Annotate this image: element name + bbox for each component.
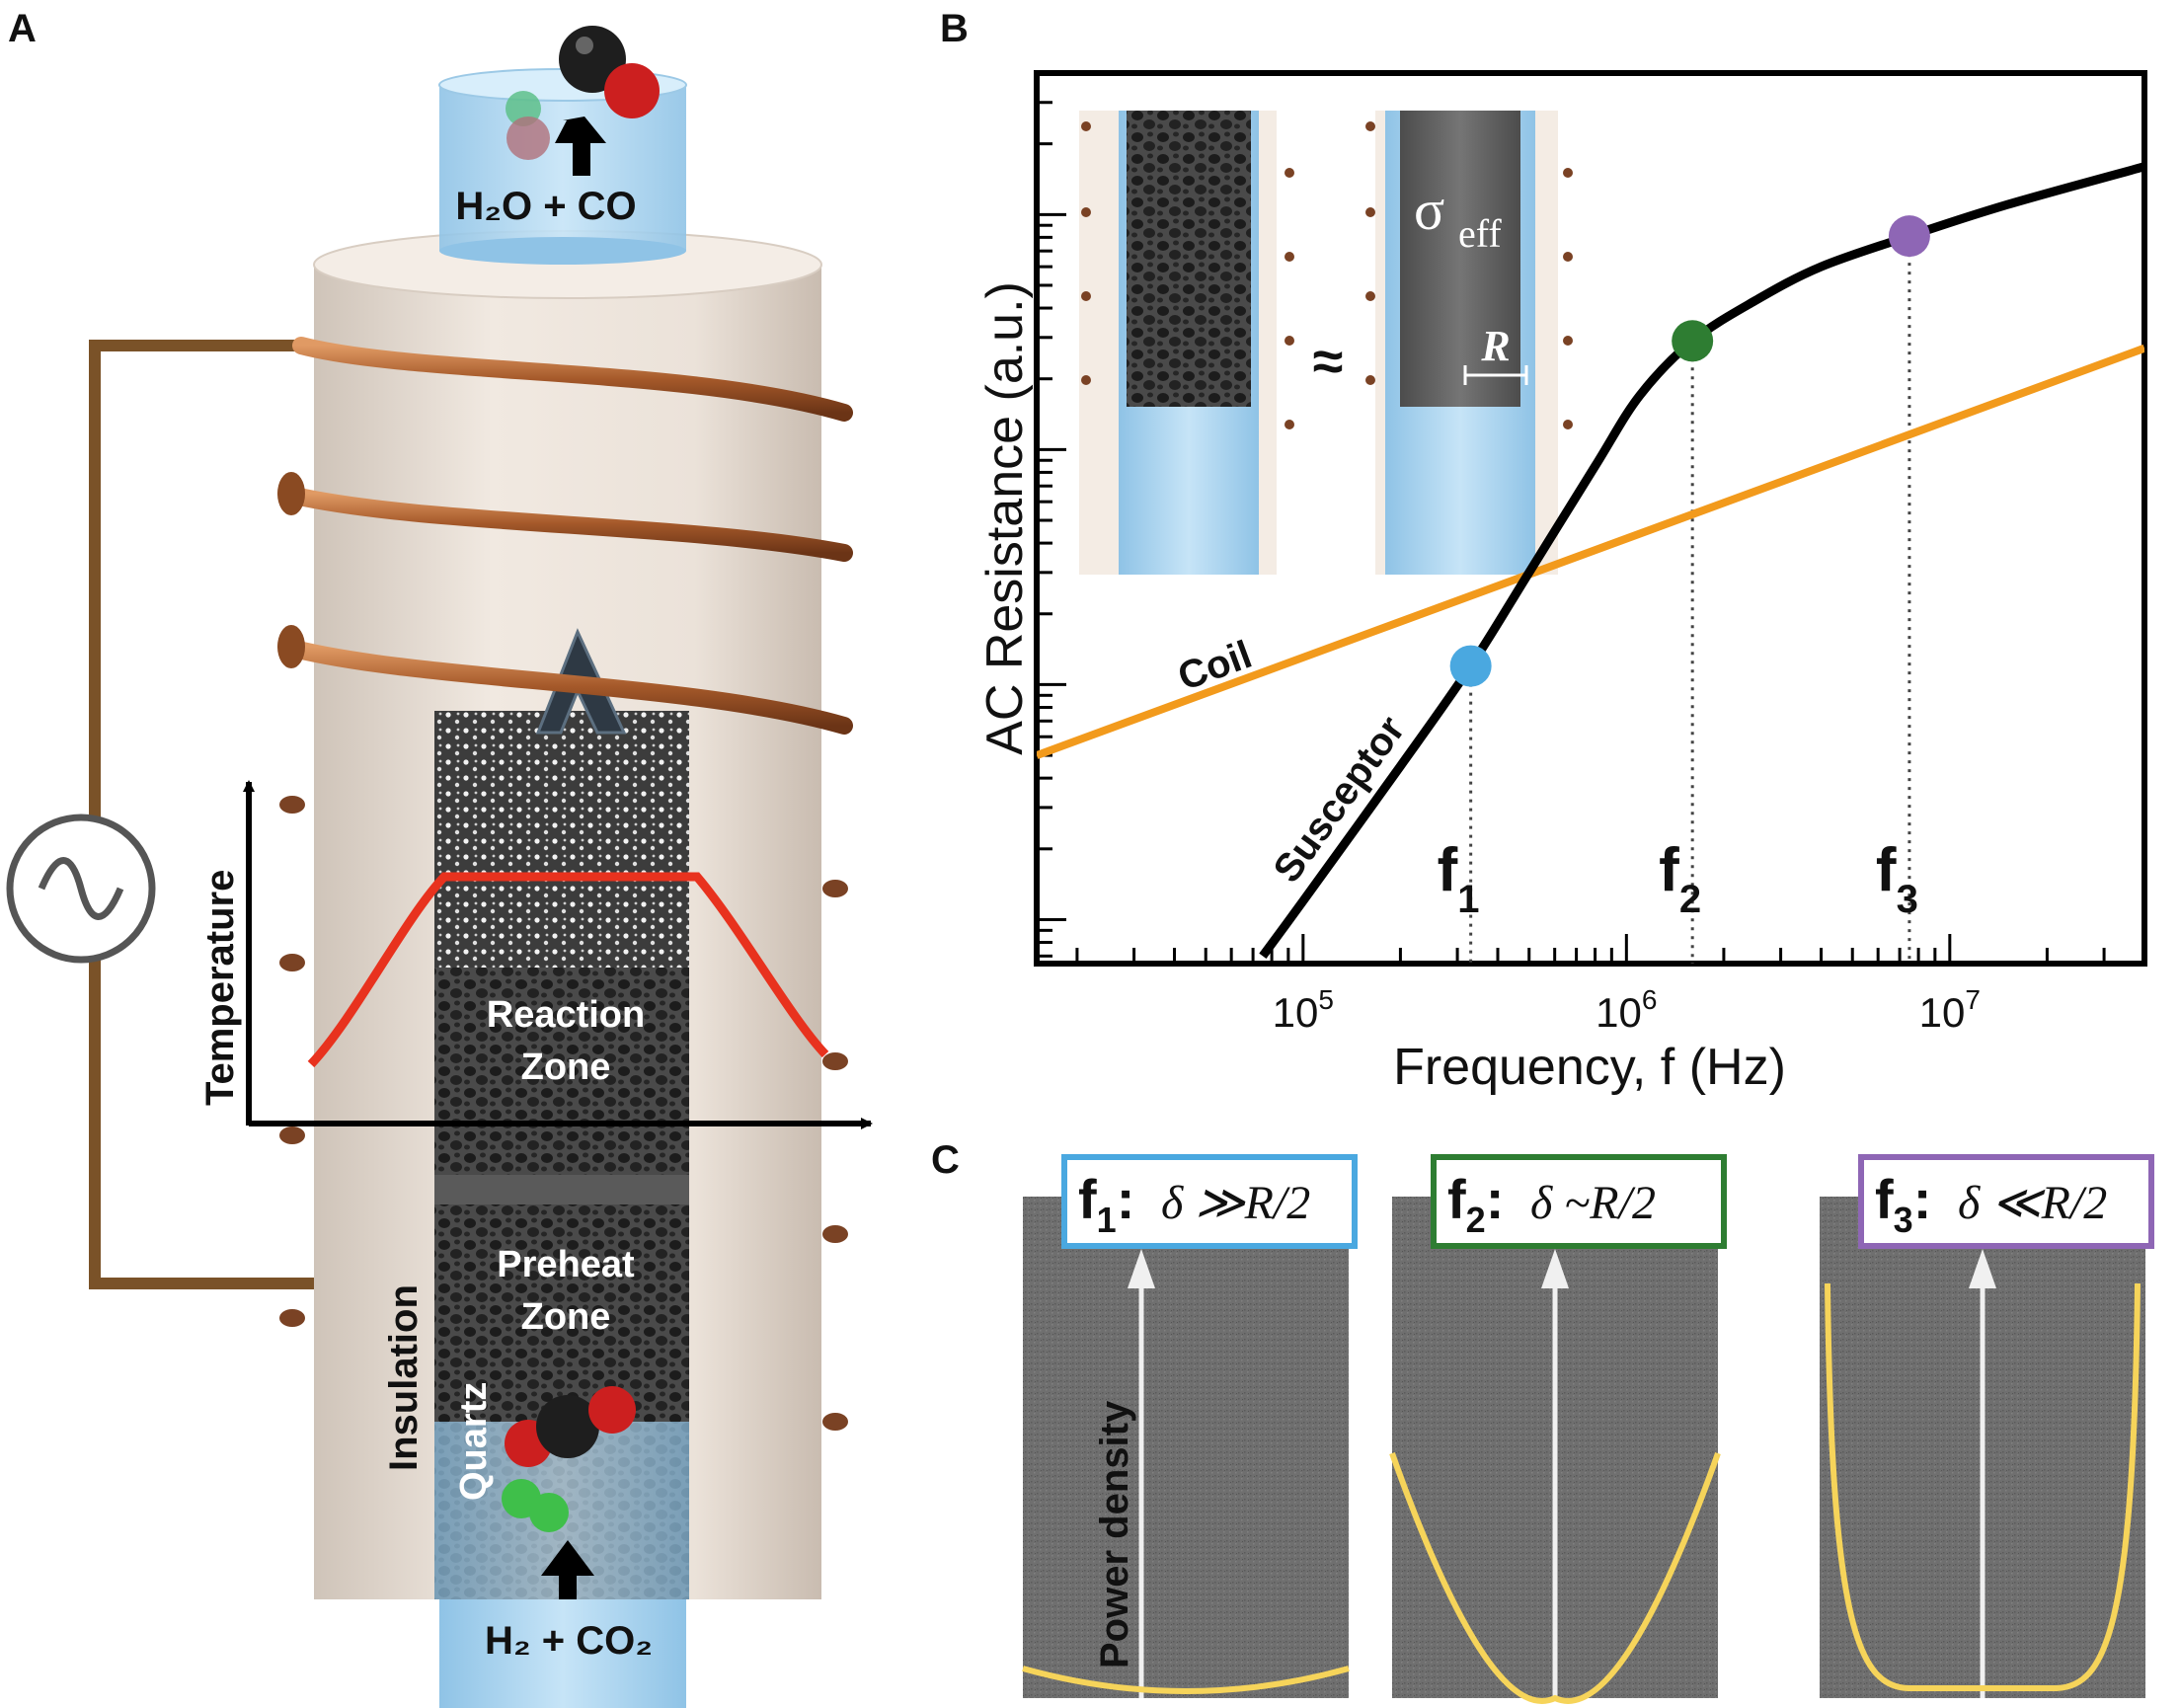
series-line-coil (1037, 344, 2144, 759)
power-density-curve (1389, 1451, 1721, 1704)
inset-foam-rod (1079, 111, 1294, 575)
arrow-head-icon (1541, 1249, 1569, 1288)
x-tick-labels: 105 106 107 (1273, 984, 1981, 1036)
preheat-zone-label-1: Preheat (497, 1244, 635, 1285)
arrow-head-icon (1969, 1249, 1996, 1288)
series-label-susceptor: Susceptor (1265, 709, 1413, 891)
co-molecule-icon (559, 26, 660, 118)
x-axis-label: Frequency, f (Hz) (1393, 1039, 1786, 1096)
induction-coil (277, 337, 853, 1431)
preheat-zone-label-2: Zone (521, 1296, 611, 1338)
temperature-profile-curve (307, 872, 829, 1068)
h2o-molecule-icon (506, 91, 550, 160)
quartz-label: Quartz (453, 1382, 495, 1501)
power-density-label: Power density (1093, 1400, 1136, 1669)
reaction-zone-label-2: Zone (521, 1047, 611, 1088)
frequency-markers (1449, 215, 1930, 687)
co2-molecule-icon (505, 1386, 636, 1467)
condition-label-box (1858, 1154, 2154, 1249)
reaction-zone-label-1: Reaction (487, 994, 645, 1036)
x-tick-label: 105 (1273, 984, 1334, 1036)
marker-f2 (1672, 320, 1714, 362)
x-tick-label: 107 (1919, 984, 1981, 1036)
outlet-label: H₂O + CO (455, 185, 636, 228)
h2-molecule-icon (502, 1479, 569, 1532)
skin-depth-panel-f3: f3: δ ≪R/2 (1820, 1154, 2154, 1698)
radius-symbol: R (1480, 322, 1510, 370)
ac-source-icon (6, 814, 156, 964)
power-density-curve (1825, 1282, 2141, 1691)
circuit-wire (89, 340, 314, 1289)
marker-f3 (1888, 215, 1930, 258)
marker-label-f1: f1 (1438, 836, 1480, 921)
skin-depth-panel-f1: Power density f1: δ ≫R/2 (1022, 1154, 1358, 1698)
sigma-symbol: σ (1414, 178, 1444, 242)
inset-solid-rod: σ eff R (1365, 111, 1573, 575)
sigma-subscript: eff (1458, 211, 1502, 256)
condition-frequency-label: f1: (1078, 1168, 1134, 1240)
frequency-marker-labels: f1 f2 f3 (1438, 836, 1918, 921)
flow-arrow-icon-top (555, 116, 606, 176)
flow-arrow-icon-bottom (541, 1540, 594, 1599)
marker-f1 (1449, 645, 1492, 687)
marker-label-f3: f3 (1876, 836, 1918, 921)
panel-c: C Power density f1: δ ≫R/2 f2: δ ~R/2 f3: δ ≪R… (931, 1138, 2154, 1704)
y-axis-ticks (1037, 71, 1066, 958)
panel-label-c: C (931, 1138, 960, 1182)
x-tick-label: 106 (1596, 984, 1657, 1036)
skin-depth-relation: δ ≫R/2 (1161, 1177, 1310, 1229)
marker-label-f2: f2 (1659, 836, 1701, 921)
panel-label-b: B (940, 7, 969, 50)
approx-symbol: ≈ (1313, 330, 1344, 392)
y-axis-label: AC Resistance (a.u.) (976, 281, 1034, 755)
plot-frame (1034, 70, 2147, 967)
skin-depth-relation: δ ≪R/2 (1958, 1177, 2107, 1229)
cylinder-cross-section (1023, 1197, 1349, 1698)
quartz-inlet (439, 1599, 686, 1708)
temperature-axis-label: Temperature (198, 870, 242, 1106)
power-density-curve (1022, 1666, 1350, 1694)
frequency-drop-lines (1469, 236, 1911, 964)
inlet-label: H₂ + CO₂ (485, 1619, 653, 1663)
condition-frequency-label: f3: (1875, 1168, 1931, 1240)
condition-label-box (1431, 1154, 1727, 1249)
arrow-head-icon (1128, 1249, 1155, 1288)
insulation-label: Insulation (382, 1284, 426, 1471)
x-axis-ticks (1075, 934, 2146, 964)
condition-frequency-label: f2: (1447, 1168, 1504, 1240)
panel-label-a: A (8, 7, 37, 50)
skin-depth-relation: δ ~R/2 (1530, 1177, 1656, 1229)
quartz-outlet (438, 68, 687, 265)
panel-b: B ≈ σ eff (940, 7, 2147, 1096)
condition-label-box (1061, 1154, 1358, 1249)
skin-depth-panel-f2: f2: δ ~R/2 (1389, 1154, 1727, 1704)
panel-a: A (6, 7, 873, 1708)
